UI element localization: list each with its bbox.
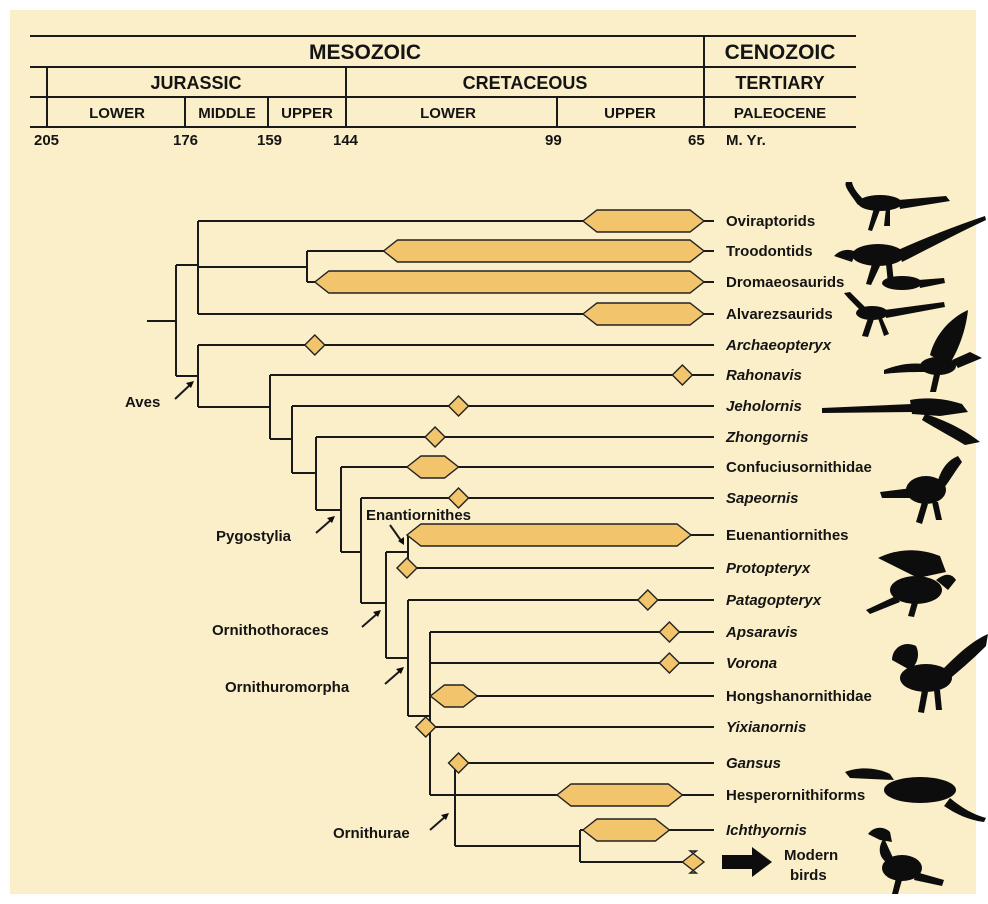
clade-label-aves: Aves bbox=[125, 394, 160, 411]
oviraptorid-silhouette-icon bbox=[846, 182, 951, 231]
period-tertiary: TERTIARY bbox=[735, 73, 824, 93]
troodontid-silhouette-icon bbox=[834, 216, 986, 285]
protopteryx-silhouette-icon bbox=[866, 550, 956, 617]
fossil-occurrence-diamond bbox=[305, 335, 325, 355]
taxon-label: Sapeornis bbox=[726, 490, 799, 507]
fossil-occurrence-diamond bbox=[397, 558, 417, 578]
taxon-label: Gansus bbox=[726, 755, 781, 772]
period-jurassic: JURASSIC bbox=[150, 73, 241, 93]
era-cenozoic: CENOZOIC bbox=[725, 41, 836, 64]
modern-bird-silhouette-icon bbox=[868, 828, 944, 894]
fossil-occurrence-diamond bbox=[449, 753, 469, 773]
jeholornis-silhouette-icon bbox=[822, 398, 980, 445]
hesperornis-silhouette-icon bbox=[845, 768, 986, 822]
epoch-paleocene: PALEOCENE bbox=[734, 105, 826, 122]
epoch-upper-jurassic: UPPER bbox=[281, 105, 333, 122]
taxon-label: Jeholornis bbox=[726, 398, 802, 415]
fossil-range-bar bbox=[407, 524, 691, 546]
arrow-pygostylia bbox=[316, 519, 332, 533]
taxon-label: Dromaeosaurids bbox=[726, 274, 844, 291]
taxon-label: Oviraptorids bbox=[726, 213, 815, 230]
taxon-label: Protopteryx bbox=[726, 560, 811, 577]
taxon-label: Rahonavis bbox=[726, 367, 802, 384]
time-unit: M. Yr. bbox=[726, 132, 766, 149]
fossil-range-bar bbox=[557, 784, 682, 806]
arrow-ornithuromorpha bbox=[385, 670, 401, 684]
fossil-range-bar bbox=[407, 456, 459, 478]
modern-birds-label-line-2: birds bbox=[790, 867, 827, 884]
arrow-ornithothoraces bbox=[362, 613, 378, 627]
tick-label-99: 99 bbox=[545, 132, 562, 149]
taxon-label: Euenantiornithes bbox=[726, 527, 849, 544]
tick-label-144: 144 bbox=[333, 132, 359, 149]
clade-label-ornithurae: Ornithurae bbox=[333, 825, 410, 842]
epoch-upper-cretaceous: UPPER bbox=[604, 105, 656, 122]
modern-birds-label-line-1: Modern bbox=[784, 847, 838, 864]
modern-birds-callout: Modern birds bbox=[722, 847, 838, 884]
fossil-range-bar bbox=[682, 851, 704, 873]
taxon-label: Patagopteryx bbox=[726, 592, 822, 609]
fossil-range-bar bbox=[384, 240, 704, 262]
fossil-range-bar bbox=[430, 685, 477, 707]
epoch-middle-jurassic: MIDDLE bbox=[198, 105, 256, 122]
arrow-enantiornithes bbox=[390, 525, 402, 542]
fossil-occurrence-diamond bbox=[659, 653, 679, 673]
taxon-label: Ichthyornis bbox=[726, 822, 807, 839]
hongshanornis-silhouette-icon bbox=[892, 634, 988, 713]
clade-labels: Aves Pygostylia Enantiornithes Ornithoth… bbox=[125, 381, 471, 842]
tick-label-65: 65 bbox=[688, 132, 705, 149]
clade-label-pygostylia: Pygostylia bbox=[216, 528, 292, 545]
timescale-header: MESOZOIC CENOZOIC JURASSIC CRETACEOUS TE… bbox=[30, 36, 856, 149]
taxon-label: Yixianornis bbox=[726, 719, 806, 736]
clade-label-ornithuromorpha: Ornithuromorpha bbox=[225, 679, 350, 696]
taxa-layer: OviraptoridsTroodontidsDromaeosauridsAlv… bbox=[198, 210, 872, 873]
taxon-label: Zhongornis bbox=[725, 429, 809, 446]
confuciusornis-silhouette-icon bbox=[880, 456, 962, 524]
taxon-label: Hongshanornithidae bbox=[726, 688, 872, 705]
taxon-label: Troodontids bbox=[726, 243, 813, 260]
fossil-occurrence-diamond bbox=[425, 427, 445, 447]
alvarezsaurid-silhouette-icon bbox=[844, 292, 945, 337]
clade-label-ornithothoraces: Ornithothoraces bbox=[212, 622, 329, 639]
fossil-range-bar bbox=[315, 271, 704, 293]
epoch-lower-cretaceous: LOWER bbox=[420, 105, 476, 122]
fossil-occurrence-diamond bbox=[449, 488, 469, 508]
taxon-label: Hesperornithiforms bbox=[726, 787, 865, 804]
tick-label-159: 159 bbox=[257, 132, 282, 149]
tick-label-176: 176 bbox=[173, 132, 198, 149]
taxon-label: Archaeopteryx bbox=[725, 337, 832, 354]
fossil-range-bar bbox=[583, 819, 669, 841]
tick-label-205: 205 bbox=[34, 132, 59, 149]
fossil-occurrence-diamond bbox=[672, 365, 692, 385]
clade-label-enantiornithes: Enantiornithes bbox=[366, 507, 471, 524]
taxon-label: Confuciusornithidae bbox=[726, 459, 872, 476]
era-mesozoic: MESOZOIC bbox=[309, 41, 421, 64]
fossil-occurrence-diamond bbox=[659, 622, 679, 642]
arrow-ornithurae bbox=[430, 816, 446, 830]
fossil-occurrence-diamond bbox=[638, 590, 658, 610]
archaeopteryx-silhouette-icon bbox=[884, 310, 982, 392]
epoch-lower-jurassic: LOWER bbox=[89, 105, 145, 122]
arrow-aves bbox=[175, 384, 191, 399]
fossil-occurrence-diamond bbox=[416, 717, 436, 737]
fossil-range-bar bbox=[583, 303, 704, 325]
taxon-label: Apsaravis bbox=[725, 624, 798, 641]
arrow-right-icon bbox=[722, 847, 772, 877]
taxon-label: Alvarezsaurids bbox=[726, 306, 833, 323]
fossil-occurrence-diamond bbox=[449, 396, 469, 416]
fossil-range-bar bbox=[583, 210, 704, 232]
taxon-label: Vorona bbox=[726, 655, 777, 672]
dromaeosaurid-silhouette-icon bbox=[882, 276, 945, 290]
period-cretaceous: CRETACEOUS bbox=[463, 73, 588, 93]
